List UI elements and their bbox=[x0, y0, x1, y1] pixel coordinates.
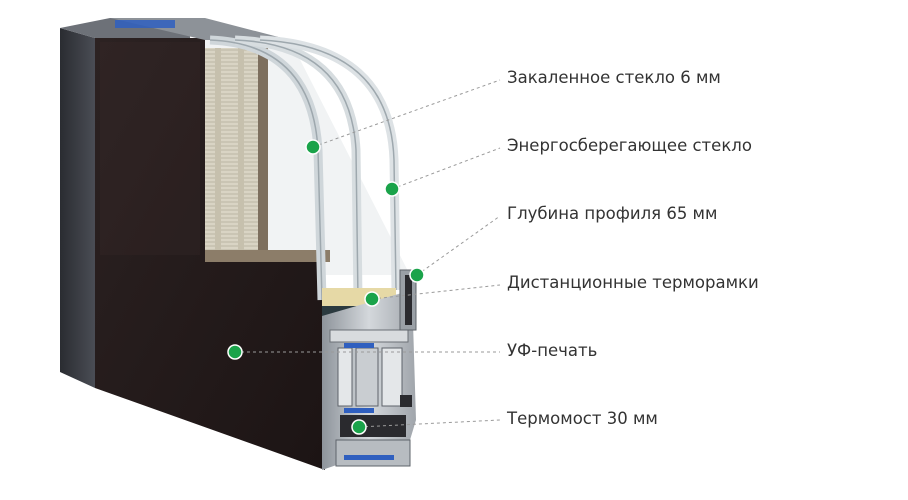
leader-profile-depth bbox=[416, 215, 501, 276]
label-spacer-frames: Дистанционные терморамки bbox=[507, 273, 759, 292]
label-tempered-glass: Закаленное стекло 6 мм bbox=[507, 68, 721, 87]
leader-energy-glass bbox=[391, 147, 501, 190]
marker-thermal-bridge bbox=[351, 419, 367, 435]
louver-insert bbox=[205, 48, 258, 258]
label-thermal-bridge: Термомост 30 мм bbox=[507, 409, 658, 428]
frame-side bbox=[60, 28, 95, 388]
sash-panel bbox=[95, 38, 325, 470]
marker-uv-print bbox=[227, 344, 243, 360]
marker-spacer-frames bbox=[364, 291, 380, 307]
marker-tempered-glass bbox=[305, 139, 321, 155]
label-uv-print: УФ-печать bbox=[507, 341, 598, 360]
marker-energy-glass bbox=[384, 181, 400, 197]
label-energy-glass: Энергосберегающее стекло bbox=[507, 136, 752, 155]
label-profile-depth: Глубина профиля 65 мм bbox=[507, 204, 718, 223]
spacer-bar bbox=[322, 288, 362, 306]
marker-profile-depth bbox=[409, 267, 425, 283]
blue-seal bbox=[344, 343, 374, 348]
